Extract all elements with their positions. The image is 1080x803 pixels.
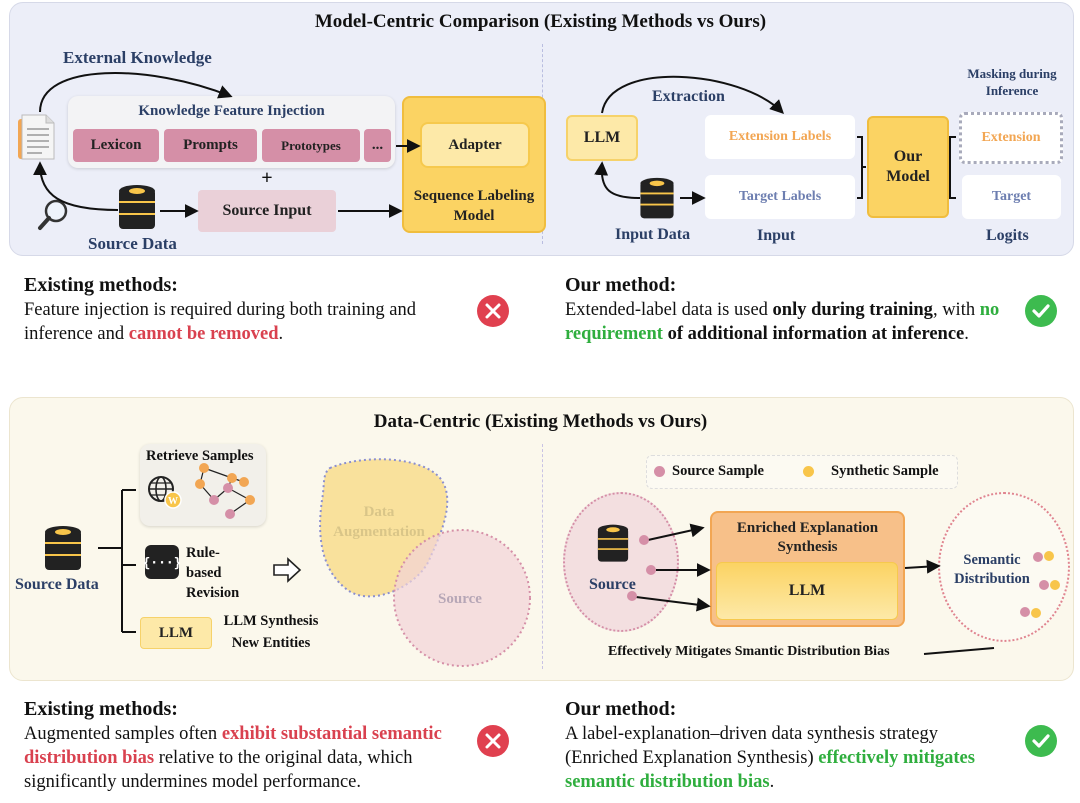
- feature-lexicon: Lexicon: [73, 129, 159, 162]
- panel-divider-bottom: [542, 444, 543, 669]
- feature-prototypes: Prototypes: [262, 129, 360, 162]
- target-labels-box: Target Labels: [705, 175, 855, 219]
- code-icon: {···}: [142, 544, 182, 580]
- legend-source-label: Source Sample: [672, 463, 764, 479]
- data-existing-heading: Existing methods:: [24, 698, 178, 720]
- data-centric-title: Data-Centric (Existing Methods vs Ours): [373, 411, 708, 432]
- external-knowledge-label: External Knowledge: [63, 48, 212, 67]
- data-existing-text: Augmented samples often exhibit substant…: [24, 724, 442, 792]
- data-augmentation-label: Data Augmentation: [333, 504, 425, 540]
- check-icon: [1024, 294, 1058, 328]
- extraction-label: Extraction: [652, 88, 725, 105]
- input-database-icon: [637, 176, 677, 222]
- source-right-circle: [563, 492, 679, 632]
- check-icon-bottom: [1024, 724, 1058, 758]
- legend-synthetic-label: Synthetic Sample: [831, 463, 939, 479]
- feature-injection-title: Knowledge Feature Injection: [138, 102, 325, 119]
- source-right-label: Source: [589, 576, 636, 593]
- source-database-icon: [42, 524, 84, 574]
- legend-synthetic-dot: [803, 466, 814, 477]
- source-data-bottom-label: Source Data: [15, 576, 99, 593]
- target-logit-box: Target: [962, 175, 1061, 219]
- data-ours-text: A label-explanation–driven data synthesi…: [565, 724, 975, 792]
- magnifier-icon: [36, 198, 70, 232]
- extension-labels-box: Extension Labels: [705, 115, 855, 159]
- llm-synthesis-label: LLM Synthesis New Entities: [223, 613, 319, 651]
- semantic-distribution-label: Semantic Distribution: [954, 552, 1030, 587]
- model-existing-text: Feature injection is required during bot…: [24, 300, 416, 344]
- plus-sign: +: [261, 166, 273, 189]
- database-icon: [116, 183, 158, 233]
- feature-more: ...: [364, 129, 391, 162]
- source-data-label: Source Data: [88, 234, 177, 253]
- logits-label: Logits: [986, 227, 1029, 244]
- seq-model-label: Sequence Labeling Model: [413, 188, 535, 224]
- mitigates-label: Effectively Mitigates Smantic Distributi…: [608, 644, 890, 659]
- masking-label: Masking during Inference: [967, 66, 1057, 98]
- input-label: Input: [757, 227, 796, 244]
- adapter-box: Adapter: [420, 122, 530, 168]
- semantic-distribution-circle: [938, 492, 1070, 642]
- svg-text:W: W: [168, 496, 178, 507]
- retrieve-samples-label: Retrieve Samples: [146, 448, 254, 464]
- model-ours-heading: Our method:: [565, 274, 677, 296]
- enriched-synthesis-label: Enriched Explanation Synthesis: [736, 520, 879, 555]
- rule-based-label: Rule-based Revision: [186, 545, 240, 601]
- llm-box-bottom: LLM: [140, 617, 212, 649]
- sample-graph-icon: [192, 462, 262, 522]
- source-right-database-icon: [595, 523, 631, 565]
- llm-box-top: LLM: [566, 115, 638, 161]
- cross-icon-bottom: [476, 724, 510, 758]
- input-data-label: Input Data: [615, 226, 691, 243]
- model-ours-text: Extended-label data is used only during …: [565, 300, 1000, 344]
- globe-icon: W: [146, 474, 182, 510]
- document-icon: [16, 113, 58, 163]
- feature-prompts: Prompts: [164, 129, 257, 162]
- svg-text:{···}: {···}: [144, 556, 180, 571]
- source-blob-label: Source: [438, 590, 482, 607]
- legend-source-dot: [654, 466, 665, 477]
- source-input-box: Source Input: [198, 190, 336, 232]
- legend-box: [646, 455, 958, 489]
- hollow-arrow-icon: [272, 557, 302, 583]
- model-existing-heading: Existing methods:: [24, 274, 178, 296]
- our-model-box: Our Model: [867, 116, 949, 218]
- model-centric-title: Model-Centric Comparison (Existing Metho…: [314, 11, 767, 32]
- cross-icon: [476, 294, 510, 328]
- data-ours-heading: Our method:: [565, 698, 677, 720]
- extension-logit-box: Extension: [959, 112, 1063, 164]
- llm-box-right: LLM: [716, 562, 898, 620]
